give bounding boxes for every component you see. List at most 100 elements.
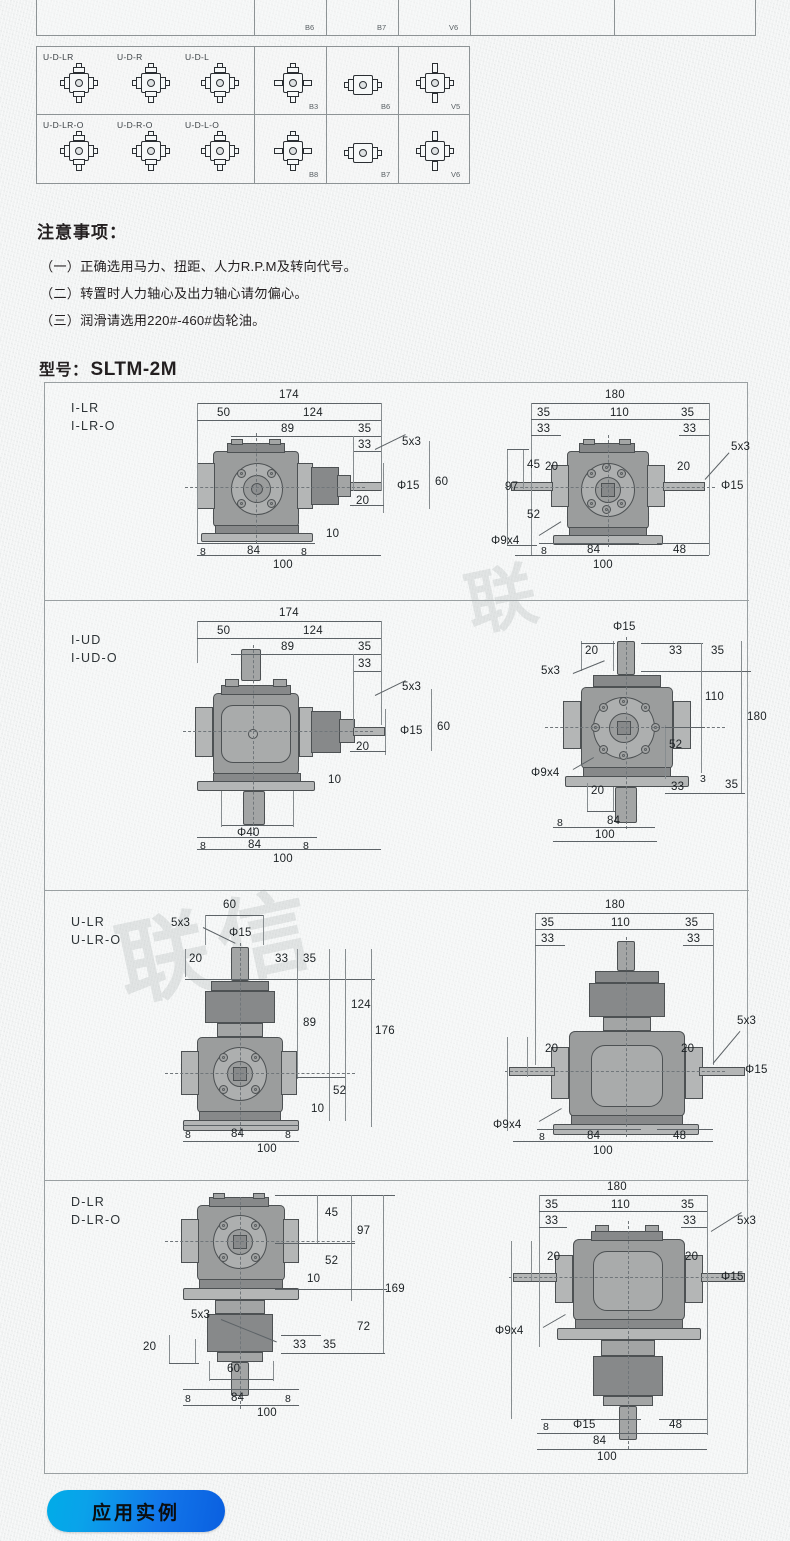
- dim: 8: [303, 840, 310, 852]
- dim: 48: [669, 1419, 683, 1431]
- dim: 72: [357, 1321, 371, 1333]
- drawing-name-line1: I-UD: [71, 633, 102, 647]
- dim: 100: [593, 1145, 613, 1157]
- dim: 52: [325, 1255, 339, 1267]
- dim: 60: [435, 476, 449, 488]
- dim: Φ15: [400, 725, 423, 737]
- dim: 8: [285, 1129, 292, 1141]
- dim: 20: [677, 461, 691, 473]
- notice-title: 注意事项：: [37, 223, 127, 242]
- dim: 10: [326, 528, 340, 540]
- dim: 10: [307, 1273, 321, 1285]
- dim: 60: [437, 721, 451, 733]
- dim: 33: [671, 781, 685, 793]
- dim: 35: [681, 1199, 695, 1211]
- dim: Φ15: [229, 927, 252, 939]
- dim: 8: [200, 546, 207, 558]
- dim: 35: [725, 779, 739, 791]
- dim: 110: [610, 407, 629, 419]
- drawing-name-line1: U-LR: [71, 915, 105, 929]
- dim: 84: [231, 1128, 245, 1140]
- orientation-label-u-d-r: U-D-R: [117, 52, 143, 62]
- dim: Φ9x4: [491, 535, 520, 547]
- dim: 33: [669, 645, 683, 657]
- drawing-panel-i-lr: I-LR I-LR-O: [45, 383, 750, 601]
- dim: 89: [281, 641, 295, 653]
- dim: 180: [747, 711, 767, 723]
- dim: 100: [257, 1407, 277, 1419]
- drawing-panel-d-lr: D-LR D-LR-O: [45, 1181, 756, 1474]
- dim: 180: [605, 389, 625, 401]
- dim: 8: [301, 546, 308, 558]
- dim: 60: [223, 899, 237, 911]
- dim: 52: [333, 1085, 347, 1097]
- dim: Φ9x4: [493, 1119, 522, 1131]
- dim: Φ15: [573, 1419, 596, 1431]
- dim: Φ15: [721, 1271, 744, 1283]
- dim: 8: [543, 1421, 550, 1433]
- dim: 20: [545, 1043, 559, 1055]
- dim: 84: [587, 544, 601, 556]
- dim: 100: [597, 1451, 617, 1463]
- drawing-name-line1: I-LR: [71, 401, 100, 415]
- dim: 52: [669, 739, 683, 751]
- dim: 124: [303, 625, 323, 637]
- dim: 20: [685, 1251, 699, 1263]
- drawing-name-line2: U-LR-O: [71, 933, 122, 947]
- dim: Φ9x4: [531, 767, 560, 779]
- orientation-table: U-D-LR U-D-R U-D-L U-D-LR-O U-D-R-O U-D-…: [36, 46, 470, 184]
- application-examples-label: 应用实例: [91, 1502, 180, 1524]
- dim: 48: [673, 544, 687, 556]
- dim: 20: [547, 1251, 561, 1263]
- dim: 5x3: [191, 1309, 211, 1321]
- dim: 110: [705, 691, 724, 703]
- dim: Φ15: [745, 1064, 768, 1076]
- dim: 35: [323, 1339, 337, 1351]
- drawing-name-line2: I-UD-O: [71, 651, 118, 665]
- dim: 100: [273, 853, 293, 865]
- dim: 52: [527, 509, 541, 521]
- dim: 8: [541, 545, 548, 557]
- dim: 97: [357, 1225, 371, 1237]
- dim: 124: [351, 999, 371, 1011]
- dim: 8: [539, 1131, 546, 1143]
- dim: 35: [545, 1199, 559, 1211]
- dim: 33: [545, 1215, 559, 1227]
- dim: 84: [231, 1392, 245, 1404]
- model-value: SLTM-2M: [90, 359, 178, 380]
- dim: 8: [200, 840, 207, 852]
- model-label: 型号：: [39, 362, 89, 379]
- drawing-table: 联信 联 I-LR I-LR-O: [44, 382, 767, 1474]
- dim: 20: [681, 1043, 695, 1055]
- dim: 45: [325, 1207, 339, 1219]
- dim: 33: [293, 1339, 307, 1351]
- dim: 3: [700, 773, 707, 785]
- dim: 8: [185, 1393, 192, 1405]
- dim: 84: [593, 1435, 607, 1447]
- dim: 33: [537, 423, 551, 435]
- dim: 174: [279, 389, 299, 401]
- dim: 45: [527, 459, 541, 471]
- dim: 180: [605, 899, 625, 911]
- dim: 35: [541, 917, 555, 929]
- dim: 35: [303, 953, 317, 965]
- dim: 100: [593, 559, 613, 571]
- orientation-code-v6: V6: [451, 170, 461, 179]
- dim: 97: [505, 481, 519, 493]
- dim: Φ15: [397, 480, 420, 492]
- dim: 10: [311, 1103, 325, 1115]
- dim: 169: [385, 1283, 405, 1295]
- orientation-label-u-d-lr-o: U-D-LR-O: [43, 120, 84, 130]
- orientation-label-u-d-l: U-D-L: [185, 52, 210, 62]
- dim: 20: [189, 953, 203, 965]
- application-examples-button[interactable]: 应用实例: [47, 1490, 225, 1532]
- dim: 35: [681, 407, 695, 419]
- drawing-panel-u-lr: U-LR U-LR-O: [45, 891, 767, 1181]
- drawing-panel-i-ud: I-UD I-UD-O: [45, 601, 767, 891]
- dim: 33: [358, 439, 372, 451]
- dim: 100: [273, 559, 293, 571]
- dim: 8: [185, 1129, 192, 1141]
- dim: 180: [607, 1181, 627, 1193]
- dim: Φ15: [613, 621, 636, 633]
- dim: 110: [611, 917, 630, 929]
